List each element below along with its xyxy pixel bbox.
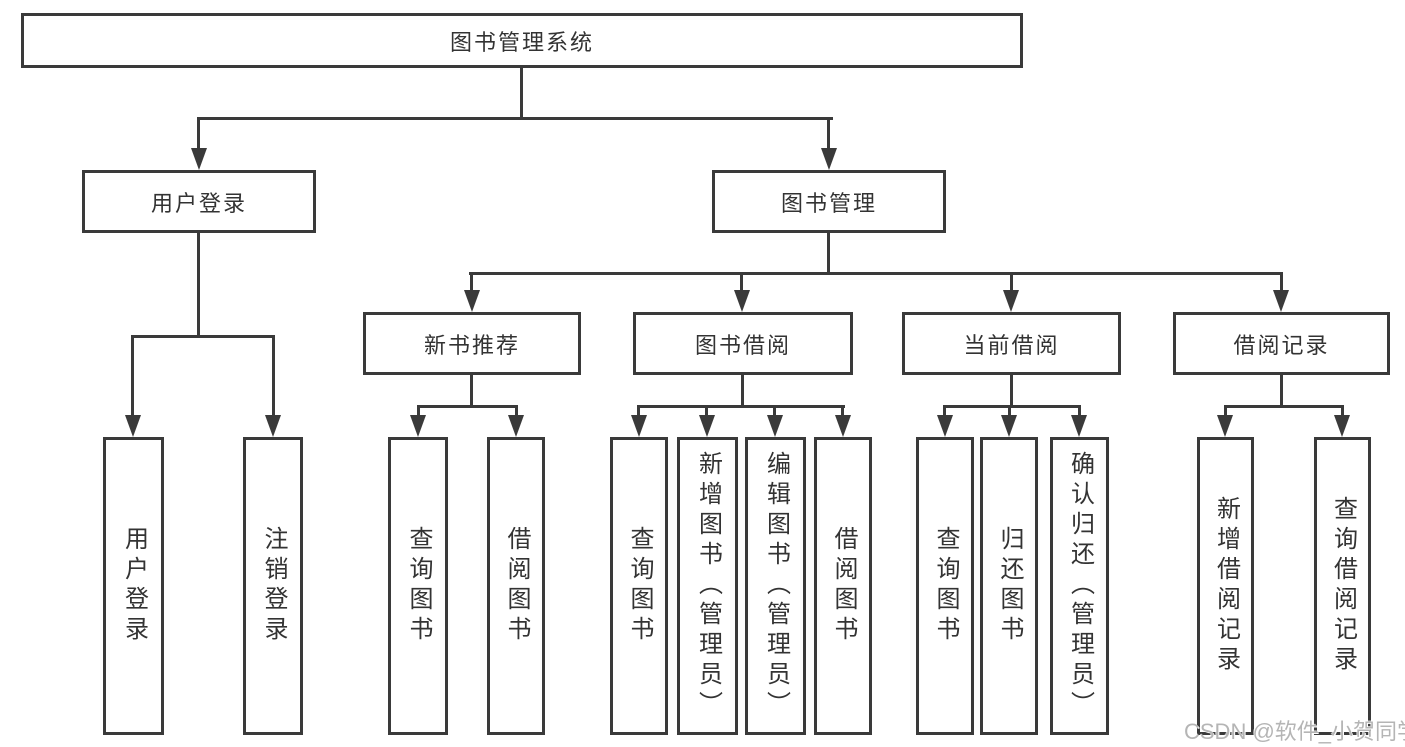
arrow-down-icon [835,415,851,437]
arrow-down-icon [699,415,715,437]
arrow-down-icon [1001,415,1017,437]
arrow-down-icon [1334,415,1350,437]
leaf-confirm-return-admin: 确认归还（管理员） [1050,437,1109,735]
connector-vline [841,405,844,419]
connector-hline [1224,405,1344,408]
connector-vline [417,405,420,419]
arrow-down-icon [1273,290,1289,312]
node-label: 归还图书 [996,526,1023,646]
node-label: 当前借阅 [963,332,1060,358]
arrow-down-icon [821,148,837,170]
node-label: 用户登录 [120,526,148,646]
connector-hline [131,335,275,338]
connector-vline [197,233,200,337]
connector-vline [1010,375,1013,407]
connector-vline [827,117,830,153]
connector-vline [1280,375,1283,407]
leaf-add-books-admin: 新增图书（管理员） [677,437,738,735]
connector-vline [272,335,275,419]
connector-vline [827,233,830,274]
node-label: 图书借阅 [694,332,791,358]
arrow-down-icon [631,415,647,437]
arrow-down-icon [191,148,207,170]
node-label: 借阅图书 [503,526,530,646]
node-label: 编辑图书（管理员） [762,451,790,721]
node-label: 注销登录 [260,526,287,646]
arrow-down-icon [410,415,426,437]
leaf-edit-books-admin: 编辑图书（管理员） [745,437,806,735]
node-label: 借阅图书 [830,526,857,646]
leaf-query-books-borrow: 查询图书 [610,437,668,735]
arrow-down-icon [767,415,783,437]
arrow-down-icon [1217,415,1233,437]
connector-vline [131,335,134,419]
node-new-book-recommendation: 新书推荐 [363,312,581,375]
arrow-down-icon [734,290,750,312]
connector-vline [515,405,518,419]
leaf-query-books-current: 查询图书 [916,437,974,735]
leaf-user-login: 用户登录 [103,437,164,735]
node-label: 查询借阅记录 [1329,496,1357,676]
leaf-query-borrow-record: 查询借阅记录 [1314,437,1371,735]
leaf-return-books: 归还图书 [980,437,1038,735]
leaf-logout: 注销登录 [243,437,303,735]
node-label: 借阅记录 [1233,332,1330,358]
node-label: 查询图书 [932,526,959,646]
connector-vline [943,405,946,419]
connector-hline [197,117,833,120]
connector-vline [470,272,473,294]
connector-vline [705,405,708,419]
leaf-borrow-books-recommend: 借阅图书 [487,437,545,735]
arrow-down-icon [1071,415,1087,437]
leaf-add-borrow-record: 新增借阅记录 [1197,437,1254,735]
connector-hline [637,405,845,408]
node-label: 图书管理 [780,190,877,216]
node-current-borrowing: 当前借阅 [902,312,1121,375]
connector-vline [1010,272,1013,294]
connector-hline [469,272,1283,275]
connector-vline [1008,405,1011,419]
arrow-down-icon [937,415,953,437]
csdn-watermark: CSDN @软件_小贺同学 [1184,719,1405,744]
arrow-down-icon [464,290,480,312]
leaf-query-books-recommend: 查询图书 [388,437,448,735]
arrow-down-icon [1003,290,1019,312]
connector-vline [1280,272,1283,294]
connector-vline [1224,405,1227,419]
connector-vline [470,375,473,407]
leaf-borrow-books: 借阅图书 [814,437,872,735]
node-label: 确认归还（管理员） [1066,451,1094,721]
connector-vline [741,375,744,407]
node-label: 新增借阅记录 [1212,496,1240,676]
node-label: 查询图书 [405,526,432,646]
connector-vline [773,405,776,419]
connector-vline [1341,405,1344,419]
arrow-down-icon [125,415,141,437]
node-user-login: 用户登录 [82,170,316,233]
connector-vline [637,405,640,419]
connector-vline [197,117,200,153]
connector-vline [1078,405,1081,419]
node-label: 查询图书 [626,526,653,646]
connector-vline [740,272,743,294]
node-label: 图书管理系统 [449,29,594,55]
connector-hline [943,405,1081,408]
node-library-management-system: 图书管理系统 [21,13,1023,68]
connector-vline [520,68,523,118]
node-book-borrowing: 图书借阅 [633,312,853,375]
node-label: 新增图书（管理员） [694,451,722,721]
connector-hline [417,405,518,408]
node-label: 新书推荐 [423,332,520,358]
node-label: 用户登录 [150,190,247,216]
arrow-down-icon [265,415,281,437]
node-borrowing-records: 借阅记录 [1173,312,1390,375]
arrow-down-icon [508,415,524,437]
node-book-management: 图书管理 [712,170,946,233]
